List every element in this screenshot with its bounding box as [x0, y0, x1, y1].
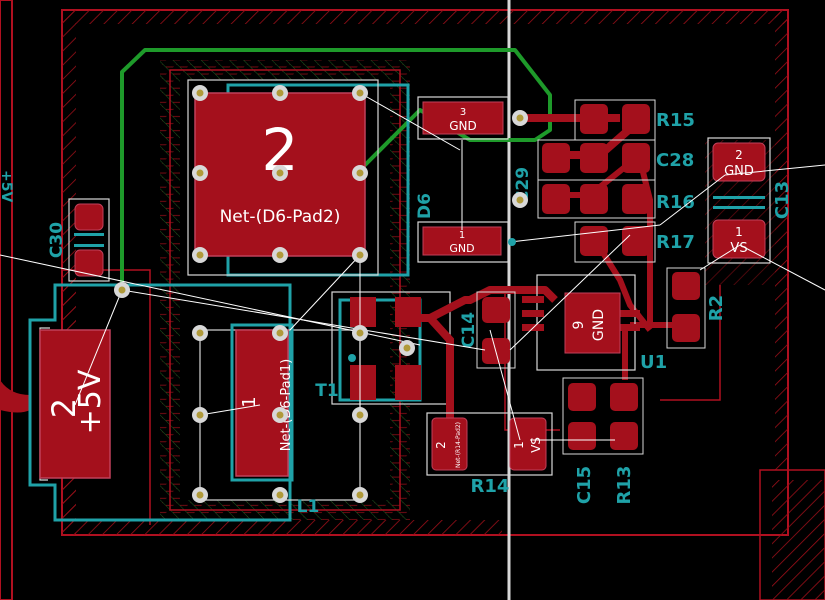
plus5v-pad-label: 2 [45, 398, 83, 418]
c13-ref-label: C13 [772, 181, 793, 219]
r13-ref-label: R13 [614, 466, 635, 505]
c13-footprint[interactable]: 2 GND 1 VS C13 [707, 137, 793, 264]
c13-pad1-label: 1 [735, 225, 743, 239]
r14-pad1-label: 1 [512, 441, 526, 449]
gnd-pad1-net: GND [449, 242, 474, 255]
r2-ref-label: R2 [706, 295, 727, 321]
d6-pad-small-label: 1 [239, 396, 260, 407]
left-edge-label: +5V [0, 170, 14, 202]
gnd-pad1-number: 1 [459, 230, 465, 241]
l1-ref-label: L1 [297, 497, 320, 517]
c13-pad1-net: VS [730, 241, 747, 256]
r15-ref-label: R15 [656, 110, 695, 131]
u1-pad-net: GND [591, 309, 607, 341]
l1-footprint[interactable]: 1 Net-(D6-Pad1) L1 [199, 323, 361, 517]
t1-ref-label: T1 [315, 381, 338, 401]
r14-footprint[interactable]: 2 Net-(R14-Pad2) 1 VS R14 [426, 412, 553, 497]
u1-footprint[interactable]: 9 GND U1 [522, 274, 667, 373]
c14-ref-label: C14 [459, 312, 479, 348]
r2-footprint[interactable]: R2 [666, 267, 727, 349]
left-edge-track[interactable] [0, 380, 30, 413]
gnd-pad3-number: 3 [460, 107, 466, 118]
ratsnest [0, 92, 825, 441]
r14-ref-label: R14 [471, 476, 510, 497]
d6-pad-large-net: Net-(D6-Pad2) [220, 207, 341, 227]
r16-ref-label: R16 [656, 192, 695, 213]
c30-ref-label: C30 [47, 222, 67, 258]
d6-pad-small-net: Net-(D6-Pad1) [279, 359, 294, 451]
gnd-pad3-footprint[interactable]: 3 GND [417, 96, 509, 140]
r14-pad2-label: 2 [434, 441, 448, 449]
r17-track[interactable] [592, 238, 653, 332]
r14-pad1-net: VS [529, 437, 543, 453]
c30-footprint[interactable]: C30 [47, 198, 110, 282]
c13-pad2-net: GND [724, 164, 754, 179]
c15-r13-footprint[interactable]: C15 R13 [562, 377, 644, 505]
plus5v-net-label: +5V [73, 369, 108, 434]
gnd-pad3-net: GND [449, 119, 477, 133]
u1-ref-label: U1 [640, 352, 667, 373]
c28-ref-label: C28 [656, 150, 694, 171]
vias[interactable] [114, 85, 528, 503]
resistor-array[interactable]: R15 C28 R16 R17 [537, 99, 695, 263]
c15-ref-label: C15 [574, 466, 595, 504]
d6-ref-label: D6 [415, 193, 435, 219]
c13-pad2-label: 2 [735, 148, 743, 162]
u1-pad-label: 9 [571, 321, 587, 330]
t1-track-down[interactable] [427, 315, 454, 420]
r17-ref-label: R17 [656, 232, 695, 253]
gnd-pad1-footprint[interactable]: 1 GND [417, 221, 509, 263]
r14-pad2-net: Net-(R14-Pad2) [455, 422, 462, 468]
